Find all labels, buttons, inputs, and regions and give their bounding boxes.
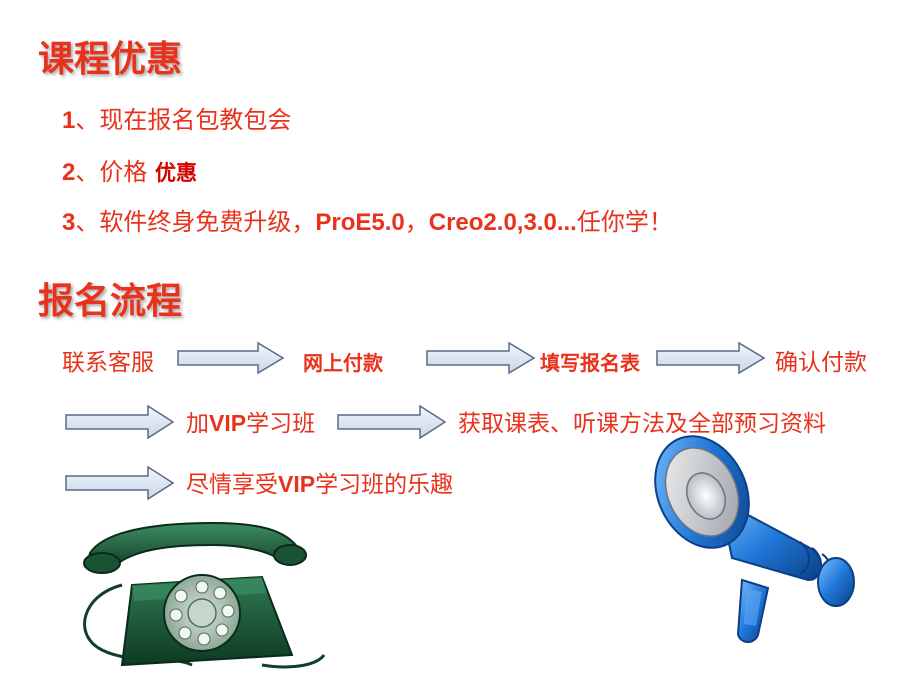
step-online-payment: 网上付款 <box>303 351 383 375</box>
step-confirm-payment: 确认付款 <box>775 350 867 376</box>
step-join-vip: 加VIP学习班 <box>186 404 315 438</box>
promo-item-2: 2、价格 优惠 <box>62 152 197 187</box>
telephone-icon <box>83 521 326 669</box>
step-enjoy-badge: VIP <box>278 471 316 497</box>
section-title-signup-process: 报名流程 <box>38 281 183 322</box>
step-fill-form: 填写报名表 <box>540 351 640 375</box>
step-get-materials: 获取课表、听课方法及全部预习资料 <box>458 411 826 437</box>
promo-item-number: 2 <box>62 159 76 186</box>
promo-item-separator: 、 <box>75 106 100 134</box>
step-join-vip-suffix: 学习班 <box>246 411 316 437</box>
promo-item-separator: 、 <box>75 158 100 186</box>
promo-item-1: 1、现在报名包教包会 <box>62 100 291 135</box>
promo-item-text: 价格 <box>99 158 155 186</box>
step-enjoy-prefix: 尽情享受 <box>186 472 278 498</box>
promo-item-tail: 任你学！ <box>576 208 673 236</box>
flow-arrow-icon <box>656 341 766 375</box>
step-enjoy-vip: 尽情享受VIP学习班的乐趣 <box>186 465 453 499</box>
step-enjoy-suffix: 学习班的乐趣 <box>315 472 454 498</box>
flow-arrow-icon <box>177 341 285 375</box>
promo-item-text: 软件终身免费升级， <box>99 208 316 236</box>
megaphone-icon <box>654 435 855 643</box>
promo-item-version-2: Creo2.0,3.0... <box>428 209 577 236</box>
promo-item-number: 3 <box>62 209 76 236</box>
flow-arrow-icon <box>65 465 175 501</box>
flow-arrow-icon <box>337 404 447 440</box>
promo-item-emphasis: 优惠 <box>155 161 197 185</box>
promo-item-text: 现在报名包教包会 <box>99 106 292 134</box>
promo-item-3: 3、软件终身免费升级，ProE5.0，Creo2.0,3.0...任你学！ <box>62 202 673 237</box>
promo-item-comma: ， <box>404 208 429 236</box>
step-join-vip-prefix: 加 <box>186 411 209 437</box>
promo-item-separator: 、 <box>75 208 100 236</box>
step-contact-service: 联系客服 <box>62 350 154 376</box>
step-join-vip-badge: VIP <box>209 410 247 436</box>
promo-item-version-1: ProE5.0 <box>315 209 405 236</box>
promo-item-number: 1 <box>62 107 76 134</box>
flow-arrow-icon <box>65 404 175 440</box>
section-title-promotions: 课程优惠 <box>38 39 183 80</box>
flow-arrow-icon <box>426 341 536 375</box>
